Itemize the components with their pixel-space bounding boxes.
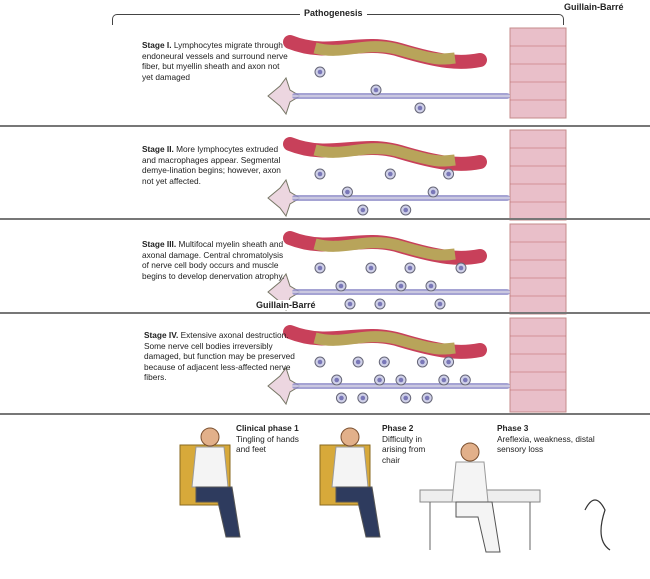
patient-head bbox=[460, 442, 480, 462]
divider bbox=[0, 312, 650, 314]
corner-label: Guillain-Barré bbox=[560, 2, 628, 12]
artist-signature bbox=[584, 499, 611, 551]
divider bbox=[0, 125, 650, 127]
stage-label: Stage III. bbox=[142, 239, 177, 249]
lymphocyte-nucleus bbox=[403, 395, 409, 401]
muscle-fiber bbox=[509, 129, 567, 221]
lymphocyte-nucleus bbox=[373, 87, 379, 93]
lymphocyte-nucleus bbox=[317, 171, 323, 177]
phase-title: Clinical phase 1 bbox=[236, 423, 299, 433]
lymphocyte-nucleus bbox=[430, 189, 436, 195]
lymphocyte-nucleus bbox=[387, 171, 393, 177]
lymphocyte-nucleus bbox=[446, 359, 451, 365]
stage-label: Stage II. bbox=[142, 144, 174, 154]
patient-shirt bbox=[191, 446, 229, 488]
nerve-fiber-sheath bbox=[313, 331, 456, 355]
phase-title: Phase 3 bbox=[497, 423, 529, 433]
stage-4-text: Stage IV. Extensive axonal destruction. … bbox=[144, 330, 299, 383]
muscle-fiber bbox=[509, 317, 567, 413]
lymphocyte-nucleus bbox=[458, 265, 464, 271]
nerve-fiber-sheath bbox=[313, 237, 456, 261]
lymphocyte-nucleus bbox=[407, 265, 413, 271]
phase-description: Difficulty in arising from chair bbox=[382, 433, 426, 465]
stage-3-text: Stage III. Multifocal myelin sheath and … bbox=[142, 239, 292, 281]
phase-title: Phase 2 bbox=[382, 423, 414, 433]
lymphocyte-nucleus bbox=[339, 395, 344, 401]
muscle-fiber bbox=[509, 27, 567, 119]
stage-description: More lymphocytes extruded and macrophage… bbox=[142, 144, 281, 186]
lymphocyte-nucleus bbox=[462, 377, 468, 383]
lymphocyte-nucleus bbox=[360, 207, 366, 213]
muscle-fiber bbox=[509, 223, 567, 315]
lymphocyte-nucleus bbox=[345, 189, 350, 195]
nerve-fiber-sheath bbox=[313, 143, 456, 167]
lymphocyte-nucleus bbox=[398, 377, 404, 383]
lymphocyte-nucleus bbox=[360, 395, 366, 401]
lymphocyte-nucleus bbox=[334, 377, 340, 383]
stage-description: Multifocal myelin sheath and axonal dama… bbox=[142, 239, 285, 281]
lymphocyte-nucleus bbox=[446, 171, 451, 177]
patient-legs bbox=[335, 486, 381, 538]
lymphocyte-nucleus bbox=[338, 283, 344, 289]
lymphocyte-nucleus bbox=[317, 265, 323, 271]
mid-label: Guillain-Barré bbox=[256, 300, 316, 310]
pathogenesis-title: Pathogenesis bbox=[300, 8, 367, 18]
lymphocyte-nucleus bbox=[420, 359, 425, 365]
lymphocyte-nucleus bbox=[355, 359, 361, 365]
lymphocyte-nucleus bbox=[437, 301, 443, 307]
lymphocyte-nucleus bbox=[441, 377, 447, 383]
patient-legs bbox=[455, 501, 501, 553]
nerve-fiber-sheath bbox=[313, 41, 456, 65]
lymphocyte-nucleus bbox=[347, 301, 353, 307]
phase-description: Tingling of hands and feet bbox=[236, 433, 299, 455]
phase-description: Areflexia, weakness, distal sensory loss bbox=[497, 433, 595, 455]
lymphocyte-nucleus bbox=[417, 105, 423, 111]
patient-shirt bbox=[331, 446, 369, 488]
stage-description: Extensive axonal destruction. Some nerve… bbox=[144, 330, 295, 382]
lymphocyte-nucleus bbox=[424, 395, 430, 401]
lymphocyte-nucleus bbox=[398, 283, 404, 289]
patient-head bbox=[200, 427, 220, 447]
stage-label: Stage IV. bbox=[144, 330, 179, 340]
stage-label: Stage I. bbox=[142, 40, 172, 50]
lymphocyte-nucleus bbox=[377, 377, 382, 383]
stage-2-text: Stage II. More lymphocytes extruded and … bbox=[142, 144, 292, 186]
patient-shirt bbox=[451, 461, 489, 503]
patient-legs bbox=[195, 486, 241, 538]
lymphocyte-nucleus bbox=[381, 359, 387, 365]
lymphocyte-nucleus bbox=[377, 301, 383, 307]
lymphocyte-nucleus bbox=[317, 359, 323, 365]
lymphocyte-nucleus bbox=[317, 69, 323, 75]
stage-description: Lymphocytes migrate through endoneural v… bbox=[142, 40, 288, 82]
patient-head bbox=[340, 427, 360, 447]
divider bbox=[0, 413, 650, 415]
lymphocyte-nucleus bbox=[368, 265, 374, 271]
stage-1-text: Stage I. Lymphocytes migrate through end… bbox=[142, 40, 292, 82]
lymphocyte-nucleus bbox=[428, 283, 434, 289]
lymphocyte-nucleus bbox=[403, 207, 409, 213]
divider bbox=[0, 218, 650, 220]
